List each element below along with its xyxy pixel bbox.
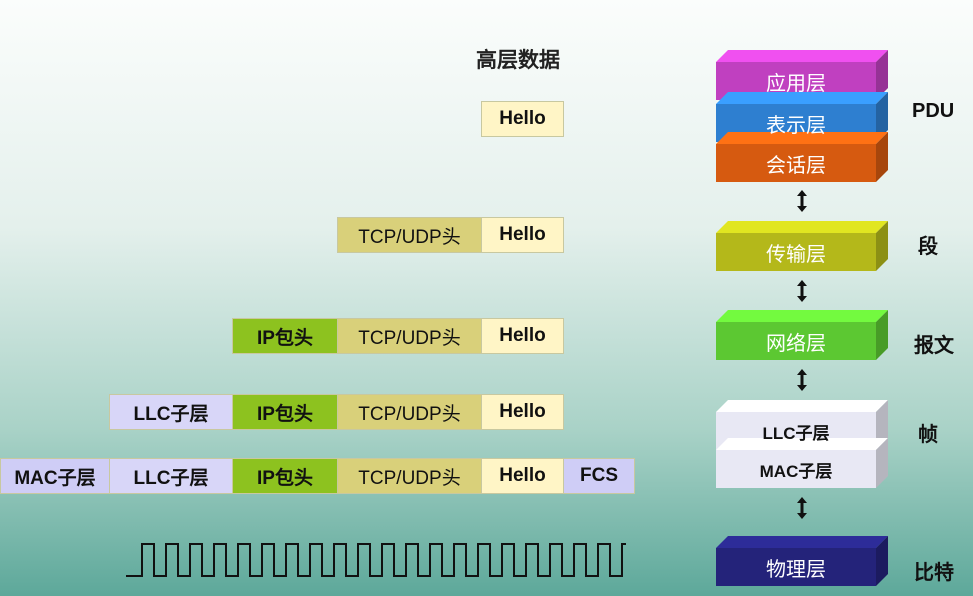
layer-front-face bbox=[716, 233, 876, 271]
layer-side-face bbox=[876, 310, 888, 360]
ip-header-segment: IP包头 bbox=[232, 394, 338, 430]
hello-segment: Hello bbox=[481, 217, 564, 253]
transport-layer: 传输层 bbox=[766, 241, 826, 266]
layer-side-face bbox=[876, 400, 888, 450]
tcp-udp-header-segment: TCP/UDP头 bbox=[337, 458, 482, 494]
up-down-arrow-icon bbox=[797, 280, 807, 302]
session-layer: 会话层 bbox=[766, 152, 826, 177]
llc-sublayer-segment: LLC子层 bbox=[109, 394, 233, 430]
layer-side-face bbox=[876, 536, 888, 586]
layer-side-face bbox=[876, 132, 888, 182]
fcs-segment: FCS bbox=[563, 458, 635, 494]
tcp-udp-header-segment: TCP/UDP头 bbox=[337, 217, 482, 253]
pdu-label: PDU bbox=[912, 100, 955, 122]
up-down-arrow-icon bbox=[797, 369, 807, 391]
application-layer: 应用层 bbox=[766, 70, 826, 95]
llc-sublayer: LLC子层 bbox=[762, 423, 830, 443]
layer-front-face bbox=[716, 548, 876, 586]
packet-pdu-label: 报文 bbox=[914, 335, 954, 357]
up-down-arrow-icon bbox=[797, 497, 807, 519]
layer-front-face bbox=[716, 322, 876, 360]
layer-side-face bbox=[876, 92, 888, 142]
hello-segment: Hello bbox=[481, 458, 564, 494]
tcp-udp-header-segment: TCP/UDP头 bbox=[337, 318, 482, 354]
frame-pdu-label: 帧 bbox=[918, 424, 938, 446]
ip-header-segment: IP包头 bbox=[232, 318, 338, 354]
hello-segment: Hello bbox=[481, 101, 564, 137]
layer-side-face bbox=[876, 221, 888, 271]
ip-header-segment: IP包头 bbox=[232, 458, 338, 494]
hello-segment: Hello bbox=[481, 394, 564, 430]
segment-pdu-label: 段 bbox=[918, 236, 938, 258]
up-down-arrow-icon bbox=[797, 190, 807, 212]
layer-side-face bbox=[876, 438, 888, 488]
high-level-data-title: 高层数据 bbox=[476, 49, 560, 72]
presentation-layer: 表示层 bbox=[766, 112, 826, 137]
layer-front-face bbox=[716, 450, 876, 488]
hello-segment: Hello bbox=[481, 318, 564, 354]
layer-top-face bbox=[716, 132, 888, 144]
bit-pdu-label: 比特 bbox=[914, 562, 954, 584]
tcp-udp-header-segment: TCP/UDP头 bbox=[337, 394, 482, 430]
bit-signal-waveform bbox=[126, 543, 626, 577]
osi-layer-stack bbox=[716, 50, 888, 586]
layer-side-face bbox=[876, 50, 888, 100]
mac-sublayer: MAC子层 bbox=[759, 461, 833, 481]
layer-top-face bbox=[716, 536, 888, 548]
layer-top-face bbox=[716, 438, 888, 450]
layer-top-face bbox=[716, 92, 888, 104]
layer-front-face bbox=[716, 144, 876, 182]
network-layer: 网络层 bbox=[766, 330, 826, 355]
mac-sublayer-segment: MAC子层 bbox=[0, 458, 110, 494]
llc-sublayer-segment: LLC子层 bbox=[109, 458, 233, 494]
layer-top-face bbox=[716, 50, 888, 62]
layer-top-face bbox=[716, 310, 888, 322]
layer-top-face bbox=[716, 400, 888, 412]
physical-layer: 物理层 bbox=[766, 556, 826, 581]
layer-top-face bbox=[716, 221, 888, 233]
